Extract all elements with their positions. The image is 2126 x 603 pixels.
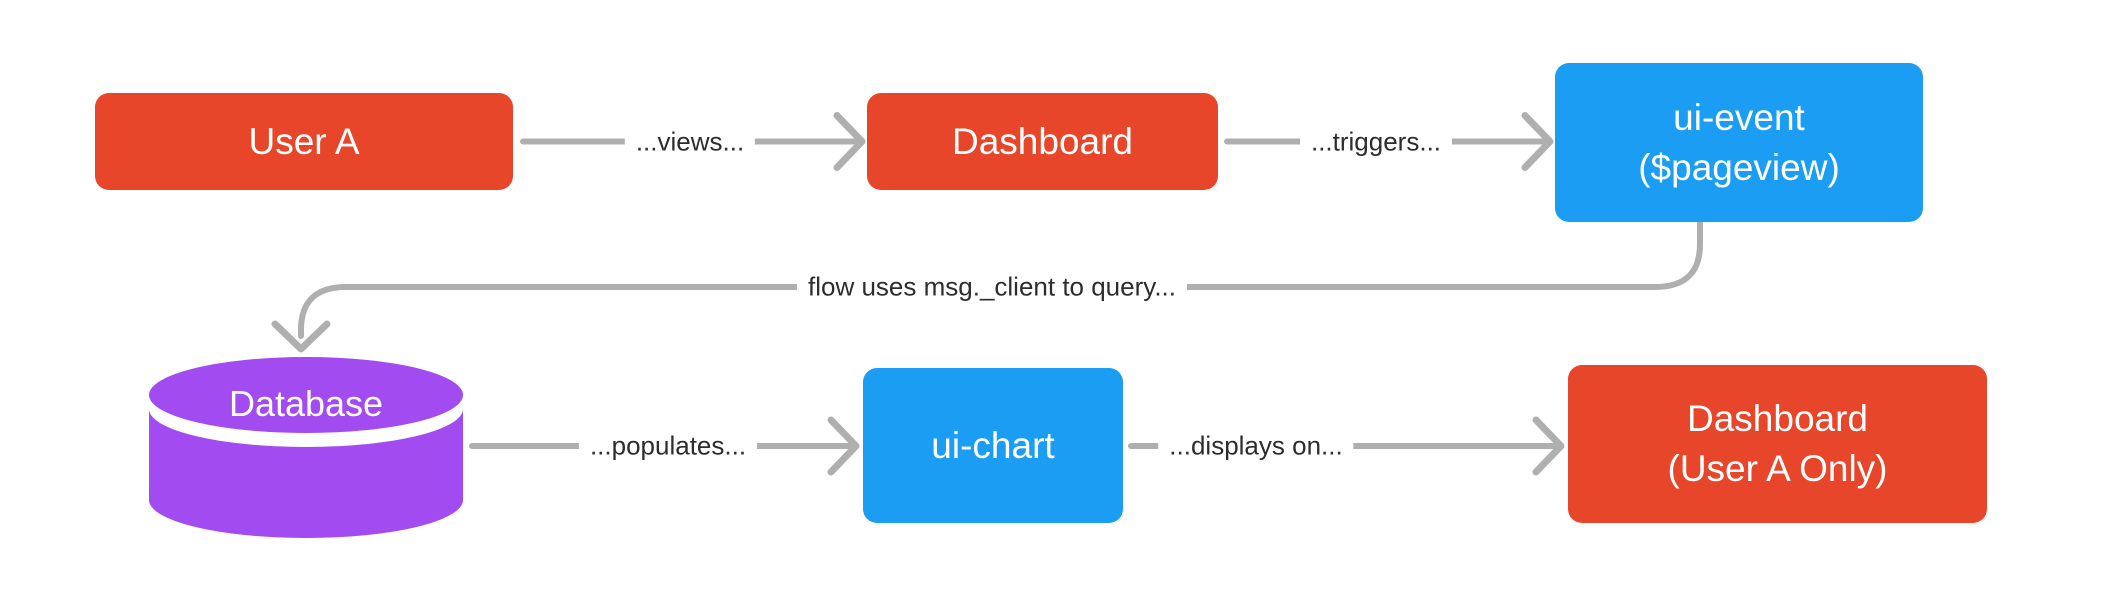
node-label: User A <box>248 120 360 162</box>
flow-node-user-a: User A <box>95 93 513 190</box>
arrowhead-down-icon <box>271 320 331 353</box>
database-cylinder-body <box>149 409 463 538</box>
edge-label-displays: ...displays on... <box>1158 427 1354 465</box>
flow-node-ui-chart: ui-chart <box>863 368 1123 523</box>
edge-label-views: ...views... <box>624 123 756 160</box>
edge-label-populates: ...populates... <box>578 427 758 465</box>
database-cylinder <box>149 357 463 538</box>
node-label-line1: Dashboard <box>1686 398 1868 439</box>
node-label-line2: ($pageview) <box>1638 146 1840 188</box>
flow-node-dashboard-user-a: Dashboard (User A Only) <box>1568 365 1987 523</box>
database-label: Database <box>228 383 384 424</box>
node-label: Dashboard <box>951 120 1133 162</box>
arrowhead-right-icon <box>1521 112 1554 171</box>
arrowhead-right-icon <box>1532 416 1565 476</box>
arrowhead-right-icon <box>833 112 866 171</box>
node-label-line2: (User A Only) <box>1667 448 1888 489</box>
database-cylinder-top <box>149 357 463 433</box>
flow-node-ui-event: ui-event ($pageview) <box>1555 63 1923 222</box>
arrowhead-right-icon <box>827 416 860 476</box>
flow-node-dashboard: Dashboard <box>867 93 1218 190</box>
node-label-line1: ui-event <box>1673 96 1805 138</box>
edge-label-triggers: ...triggers... <box>1299 123 1453 160</box>
edge-label-query: flow uses msg._client to query... <box>796 268 1188 306</box>
node-label: ui-chart <box>931 424 1055 466</box>
